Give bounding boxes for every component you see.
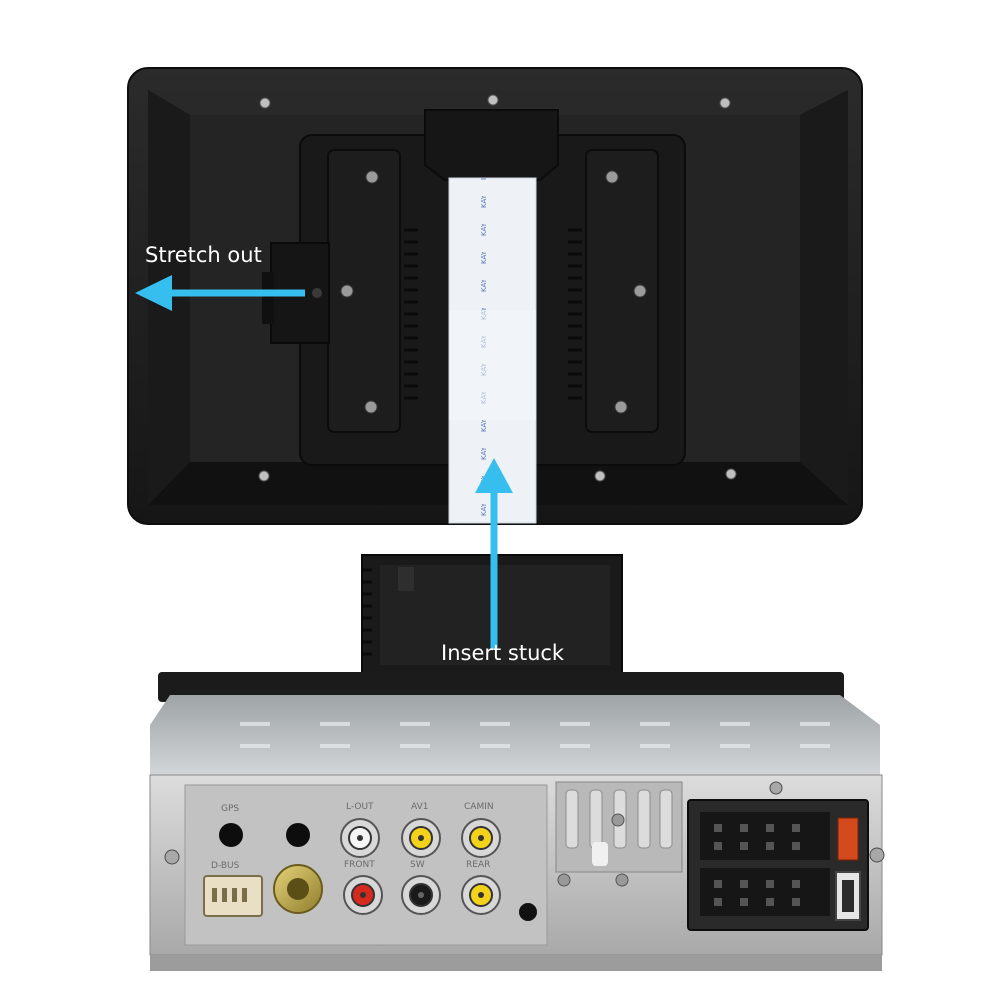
screen-screws bbox=[258, 94, 737, 482]
gps-port bbox=[219, 823, 243, 847]
label-av: AV1 bbox=[411, 802, 428, 812]
insert-arrow bbox=[475, 458, 513, 650]
label-lout: L-OUT bbox=[346, 802, 374, 812]
label-gps: GPS bbox=[221, 804, 239, 814]
head-unit: GPS D-BUS L-OUT AV1 CAMIN FRONT SW REAR bbox=[149, 554, 885, 971]
rca-jacks bbox=[340, 818, 537, 921]
stretch-out-label: Stretch out bbox=[145, 243, 262, 267]
insert-stuck-label: Insert stuck bbox=[441, 641, 565, 665]
fuse bbox=[837, 817, 859, 861]
label-sw: SW bbox=[410, 860, 425, 870]
vent-fins bbox=[404, 228, 582, 400]
label-bus: D-BUS bbox=[211, 861, 240, 871]
plate-screws bbox=[340, 170, 647, 414]
label-rear: REAR bbox=[466, 860, 490, 870]
label-front: FRONT bbox=[344, 860, 375, 870]
stretch-arrow bbox=[135, 275, 305, 311]
label-camin: CAMIN bbox=[464, 802, 494, 812]
